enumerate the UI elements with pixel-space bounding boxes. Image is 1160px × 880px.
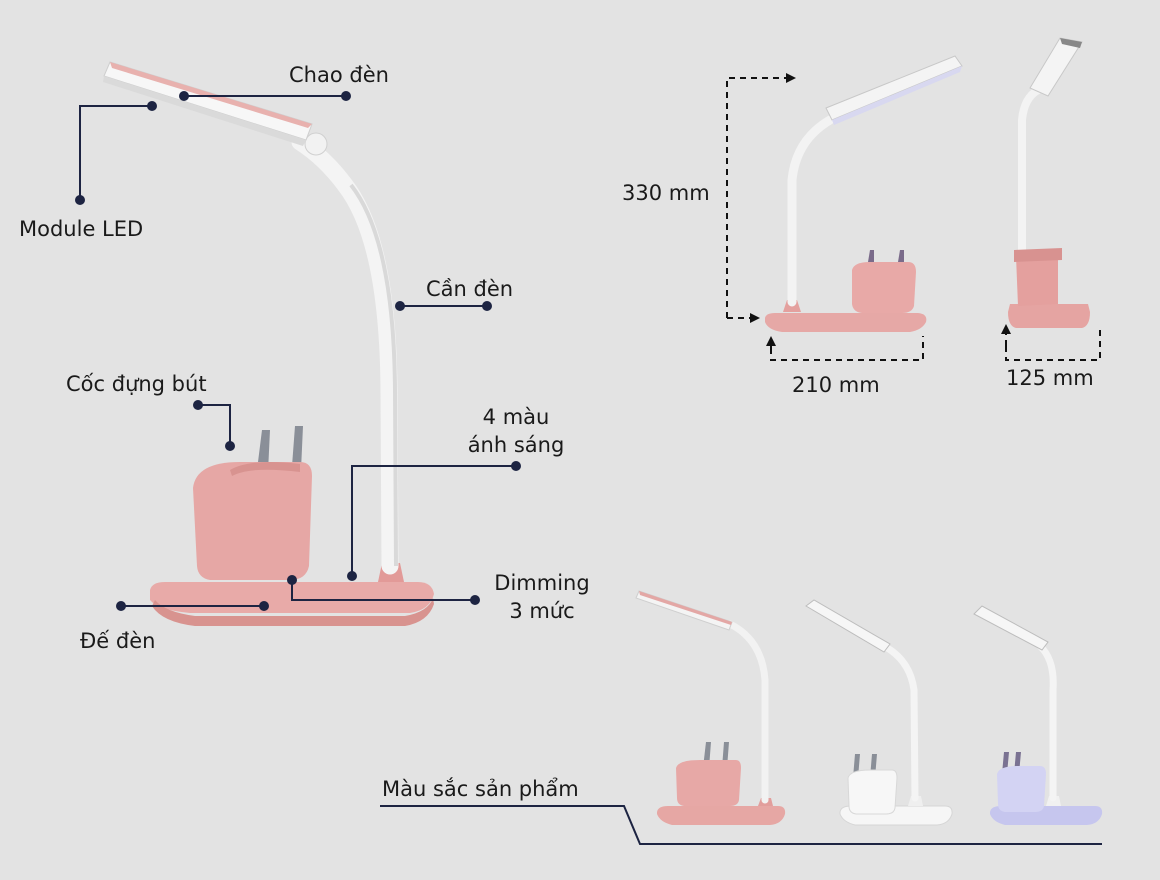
dimension-arrows xyxy=(726,73,1101,361)
lamp-arm xyxy=(291,133,399,575)
dimension-depth: 125 mm xyxy=(1006,366,1094,390)
label-light-colors-1: 4 màu xyxy=(482,405,550,429)
label-lamp-arm: Cần đèn xyxy=(426,277,514,301)
label-led-module: Module LED xyxy=(19,217,144,241)
label-dimming-2: 3 mức xyxy=(509,599,575,623)
label-pen-cup: Cốc đựng bút xyxy=(66,372,207,396)
color-options-title: Màu sắc sản phẩm xyxy=(382,777,579,801)
dimension-height: 330 mm xyxy=(622,181,710,205)
label-lamp-head: Chao đèn xyxy=(289,63,389,87)
variant-white xyxy=(805,599,953,826)
variant-pink xyxy=(635,590,786,825)
color-options-underline xyxy=(380,805,1102,845)
label-base: Đế đèn xyxy=(80,629,156,653)
dimension-lamp-front xyxy=(765,55,963,332)
pen-cup xyxy=(193,462,312,580)
label-light-colors-2: ánh sáng xyxy=(467,433,565,457)
label-dimming-1: Dimming xyxy=(494,571,590,595)
dimension-lamp-side xyxy=(1008,37,1090,328)
dimension-width: 210 mm xyxy=(792,373,880,397)
leader-lines xyxy=(79,95,516,607)
main-lamp-image xyxy=(103,61,434,626)
variant-lavender xyxy=(973,605,1103,825)
leader-dots xyxy=(75,91,521,611)
